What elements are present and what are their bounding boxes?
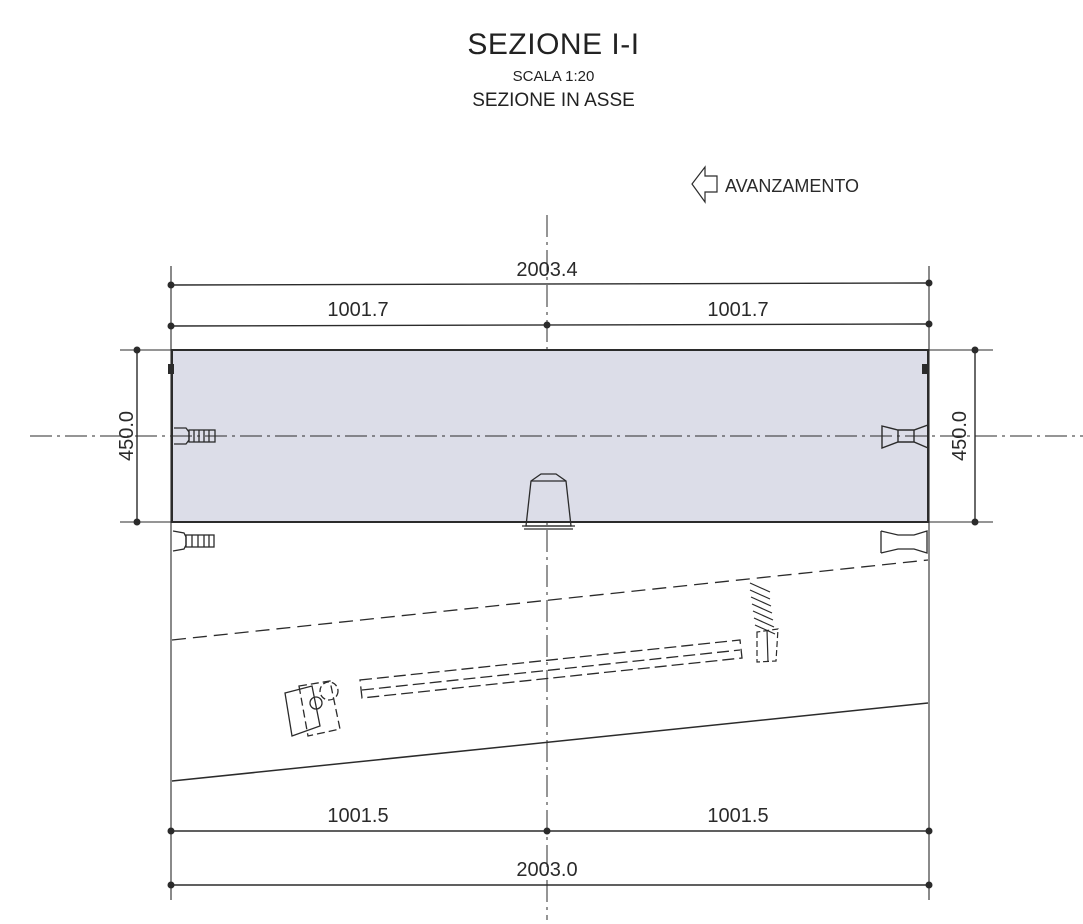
- lifting-insert: [522, 473, 575, 530]
- right-bolt-connector: [881, 424, 929, 450]
- dimension-bottom-right: 1001.5: [707, 805, 768, 827]
- dashed-bar-element: [359, 639, 743, 699]
- bottom-split-dimension: [167, 827, 933, 835]
- left-bolt-connector: [174, 427, 216, 445]
- dimension-top-total: 2003.4: [516, 259, 577, 281]
- drawing-scale: SCALA 1:20: [512, 68, 595, 85]
- dimension-top-left: 1001.7: [327, 299, 388, 321]
- lower-left-connector: [172, 530, 215, 552]
- right-corner-marker: [922, 364, 929, 374]
- drawing-title: SEZIONE I-I: [467, 28, 640, 61]
- ground-slope-line: [171, 702, 929, 782]
- dashed-slope-line: [171, 559, 929, 641]
- dimension-bottom-total: 2003.0: [516, 859, 577, 881]
- direction-label: AVANZAMENTO: [725, 176, 859, 196]
- right-height-dimension: [928, 346, 993, 526]
- top-split-dimension: [167, 320, 933, 330]
- dimension-bottom-left: 1001.5: [327, 805, 388, 827]
- left-height-dimension: [120, 346, 172, 526]
- dimension-height-right: 450.0: [949, 411, 971, 461]
- drawing-subtitle: SEZIONE IN ASSE: [472, 90, 635, 111]
- left-corner-marker: [168, 364, 174, 374]
- direction-arrow-icon: [691, 165, 718, 204]
- lower-right-connector: [880, 530, 928, 554]
- tilted-anchor-block: [284, 680, 341, 737]
- bottom-total-dimension: [167, 881, 933, 889]
- spring-coil: [749, 582, 779, 663]
- dimension-height-left: 450.0: [116, 411, 138, 461]
- dimension-top-right: 1001.7: [707, 299, 768, 321]
